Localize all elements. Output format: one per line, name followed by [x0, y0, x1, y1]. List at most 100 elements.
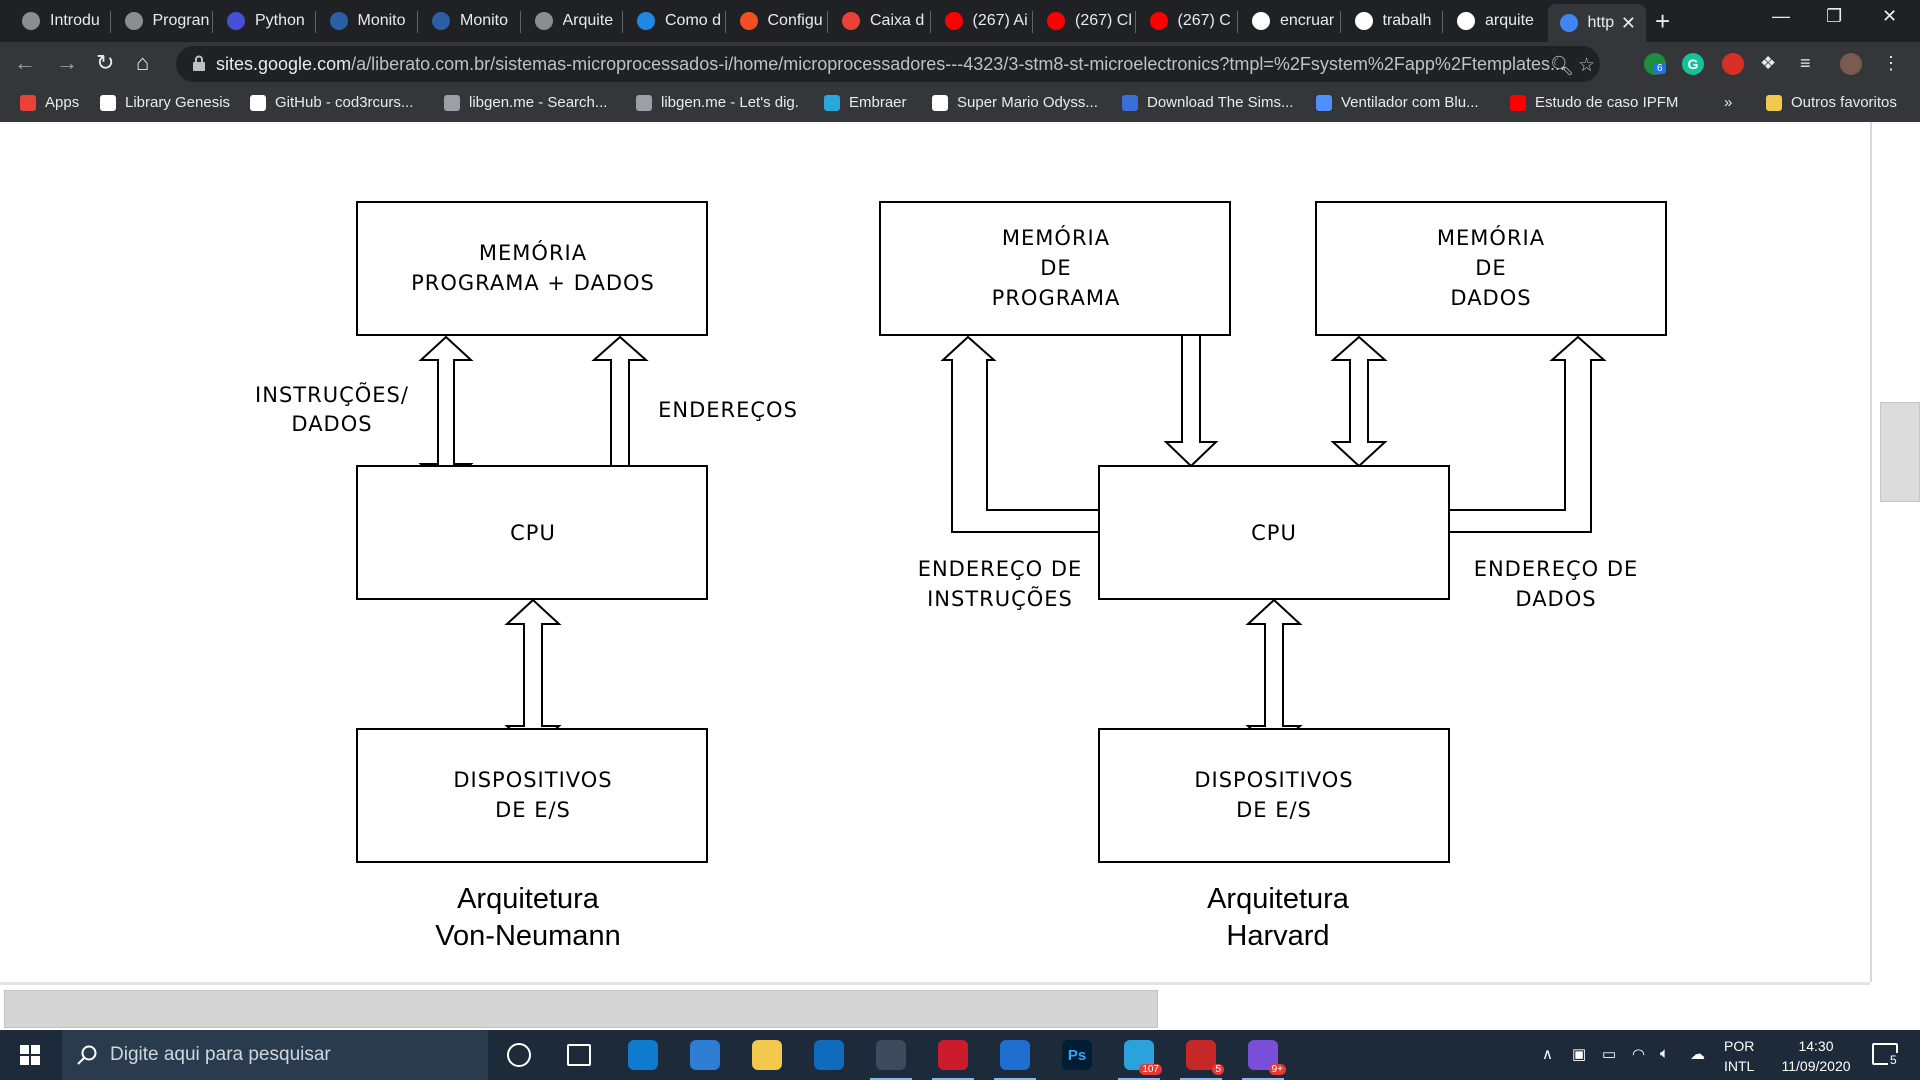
bookmark-item[interactable]: Download The Sims...	[1122, 94, 1293, 111]
home-icon[interactable]: ⌂	[136, 50, 150, 75]
close-tab-icon[interactable]: ✕	[1620, 12, 1636, 33]
restore-icon[interactable]: ❐	[1826, 6, 1843, 26]
tab-separator	[1134, 11, 1136, 33]
addresses-label: ENDEREÇOS	[658, 398, 798, 422]
clock[interactable]: 14:30 11/09/2020	[1768, 1036, 1864, 1076]
bookmark-item[interactable]: Library Genesis	[100, 94, 230, 111]
browser-tab[interactable]: (267) C	[1138, 4, 1237, 38]
zoom-icon[interactable]: 🔍︎	[1550, 56, 1575, 77]
chat-icon	[637, 12, 655, 30]
minimize-icon[interactable]: —	[1772, 6, 1790, 26]
wifi-icon[interactable]: ◠	[1632, 1046, 1646, 1063]
taskbar-search[interactable]: Digite aqui para pesquisar	[62, 1030, 488, 1080]
browser-tab[interactable]: trabalh	[1343, 4, 1442, 38]
mail-icon[interactable]	[802, 1035, 856, 1075]
browser-tab[interactable]: Monito	[420, 4, 519, 38]
volume-icon[interactable]: 🔈︎	[1660, 1045, 1670, 1062]
browser-tab[interactable]: Python	[215, 4, 314, 38]
close-window-icon[interactable]: ✕	[1882, 6, 1898, 26]
language-indicator[interactable]: POR INTL	[1724, 1036, 1754, 1076]
taskbar-app-glyph	[690, 1040, 720, 1070]
browser-tab[interactable]: Arquite	[523, 4, 622, 38]
profile-avatar[interactable]	[1840, 53, 1862, 75]
new-tab-button[interactable]: +	[1655, 6, 1671, 36]
notifications-icon[interactable]: 5	[1872, 1043, 1899, 1067]
bookmark-item[interactable]: Estudo de caso IPFM	[1510, 94, 1678, 111]
tab-title: (267) Cl	[1075, 12, 1132, 29]
app-badge: 9+	[1268, 1064, 1286, 1075]
horizontal-scrollbar-thumb[interactable]	[4, 990, 1158, 1028]
browser-tab[interactable]: Como d	[625, 4, 724, 38]
windows-start-icon[interactable]	[20, 1045, 40, 1065]
file-explorer-icon[interactable]	[740, 1035, 794, 1075]
tab-separator	[417, 11, 418, 33]
app-shark-icon[interactable]	[988, 1035, 1042, 1080]
battery-icon[interactable]: ▭	[1602, 1046, 1617, 1063]
bookmark-item[interactable]: Apps	[20, 94, 79, 111]
cortana-icon[interactable]	[492, 1035, 546, 1075]
browser-tab[interactable]: Configu	[728, 4, 827, 38]
tab-title: Caixa d	[870, 12, 925, 29]
store-icon[interactable]	[678, 1035, 732, 1075]
tray-chevron-icon[interactable]: ∧	[1542, 1046, 1553, 1063]
harvard-cpu-io-arrow	[1245, 598, 1303, 752]
browser-tab[interactable]: arquite	[1445, 4, 1544, 38]
browser-tab[interactable]: Progran	[113, 4, 212, 38]
telegram-icon[interactable]: 107	[1112, 1035, 1166, 1080]
bookmark-item[interactable]: libgen.me - Let's dig.	[636, 94, 799, 111]
forward-arrow-icon[interactable]: →	[56, 50, 78, 75]
bookmark-item[interactable]: GitHub - cod3rcurs...	[250, 94, 413, 111]
browser-tab[interactable]: (267) Ai	[933, 4, 1032, 38]
extensions-puzzle-icon[interactable]: ❖	[1760, 53, 1777, 73]
tab-separator	[622, 11, 623, 33]
running-indicator	[932, 1078, 974, 1080]
discord-icon[interactable]: 9+	[1236, 1035, 1290, 1080]
instruction-address-arrow	[940, 335, 1101, 533]
address-bar[interactable]: sites.google.com/a/liberato.com.br/siste…	[176, 46, 1600, 82]
vertical-scrollbar[interactable]	[1870, 122, 1920, 982]
harvard-architecture: MEMÓRIA DE PROGRAMA MEMÓRIA DE DADOS CPU…	[879, 201, 1667, 952]
bookmark-item[interactable]: libgen.me - Search...	[444, 94, 607, 111]
tab-separator	[1339, 11, 1341, 33]
bookmark-item[interactable]: Ventilador com Blu...	[1316, 94, 1479, 111]
harvard-io-devices-box	[1098, 728, 1450, 863]
extension-green-icon[interactable]: 6	[1644, 53, 1666, 75]
browser-tab[interactable]: http ✕	[1547, 4, 1646, 42]
bookmark-item[interactable]: Embraer	[824, 94, 907, 111]
onedrive-icon[interactable]: ☁	[1690, 1046, 1705, 1063]
clock-date: 11/09/2020	[1781, 1058, 1851, 1074]
tab-title: http	[1587, 14, 1615, 31]
back-arrow-icon[interactable]: ←	[14, 50, 36, 75]
browser-tab[interactable]: Introdu	[10, 4, 109, 38]
bookmarks-overflow-button[interactable]: »	[1724, 94, 1732, 111]
vertical-scrollbar-thumb[interactable]	[1880, 402, 1920, 502]
browser-tab[interactable]: Caixa d	[830, 4, 929, 38]
hand-extension-icon[interactable]	[1722, 53, 1744, 75]
taskbar-app-glyph	[567, 1044, 591, 1066]
menu-kebab-icon[interactable]: ⋮	[1882, 53, 1900, 73]
bookmark-label: Library Genesis	[125, 94, 231, 111]
network-status-icon[interactable]: ▣	[1572, 1046, 1587, 1063]
bookmark-item[interactable]: Super Mario Odyss...	[932, 94, 1098, 111]
bookmark-star-icon[interactable]: ☆	[1578, 55, 1596, 76]
chrome-icon[interactable]	[864, 1035, 918, 1080]
grammarly-icon[interactable]: G	[1682, 53, 1704, 75]
program-memory-line2: DE	[1040, 256, 1071, 280]
edge-icon[interactable]	[616, 1035, 670, 1075]
reload-icon[interactable]: ↻	[96, 50, 115, 75]
architecture-diagram: .box { fill:#ffffff; stroke:#000; stroke…	[255, 201, 1667, 952]
io-devices-box	[356, 728, 708, 863]
browser-tab[interactable]: Monito	[318, 4, 417, 38]
opera-icon[interactable]	[926, 1035, 980, 1080]
browser-tab[interactable]: encruar	[1240, 4, 1339, 38]
program-memory-box	[879, 201, 1231, 336]
photoshop-icon[interactable]: Ps	[1050, 1035, 1104, 1075]
media-control-icon[interactable]: ≡	[1800, 53, 1811, 73]
app-red-icon[interactable]: 5	[1174, 1035, 1228, 1080]
sims-icon	[1122, 94, 1138, 111]
von-neumann-caption-line2: Von-Neumann	[435, 920, 620, 952]
bookmark-label: libgen.me - Search...	[469, 94, 608, 111]
browser-tab[interactable]: (267) Cl	[1035, 4, 1134, 38]
task-view-icon[interactable]	[552, 1035, 606, 1075]
other-bookmarks-folder[interactable]: Outros favoritos	[1766, 94, 1897, 111]
